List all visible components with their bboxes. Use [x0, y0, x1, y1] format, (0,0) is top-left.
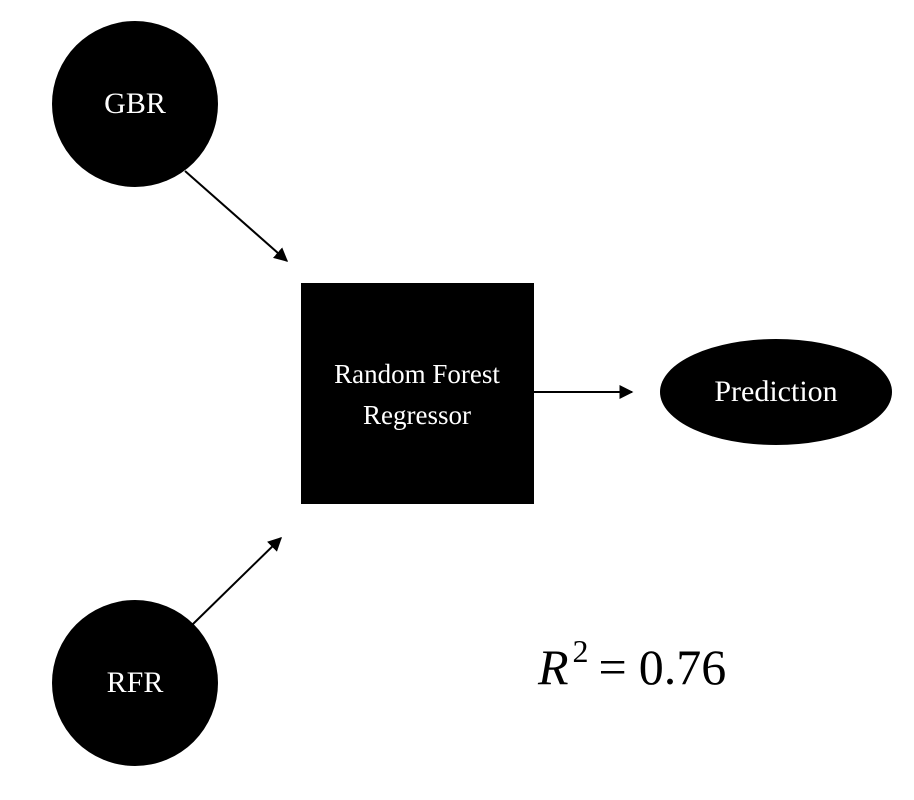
metric-value: 0.76 — [639, 639, 727, 695]
regressor-label-line1: Random Forest — [334, 359, 500, 389]
metric-exponent: 2 — [573, 633, 589, 669]
metric-operator: = — [599, 639, 627, 695]
rfr-node: RFR — [52, 600, 218, 766]
gbr-node: GBR — [52, 21, 218, 187]
rfr-circle — [52, 600, 218, 766]
prediction-node: Prediction — [660, 339, 892, 445]
metric-symbol: R — [537, 639, 569, 695]
edge-rfr-to-regressor — [192, 537, 283, 625]
prediction-ellipse — [660, 339, 892, 445]
gbr-label: GBR — [104, 87, 166, 120]
prediction-label: Prediction — [714, 375, 837, 408]
regressor-box — [301, 283, 534, 504]
regressor-label-line2: Regressor — [363, 400, 471, 430]
random-forest-regressor-node: Random Forest Regressor — [301, 283, 534, 504]
gbr-circle — [52, 21, 218, 187]
edge-gbr-to-regressor — [184, 170, 289, 262]
rfr-label: RFR — [107, 666, 164, 699]
